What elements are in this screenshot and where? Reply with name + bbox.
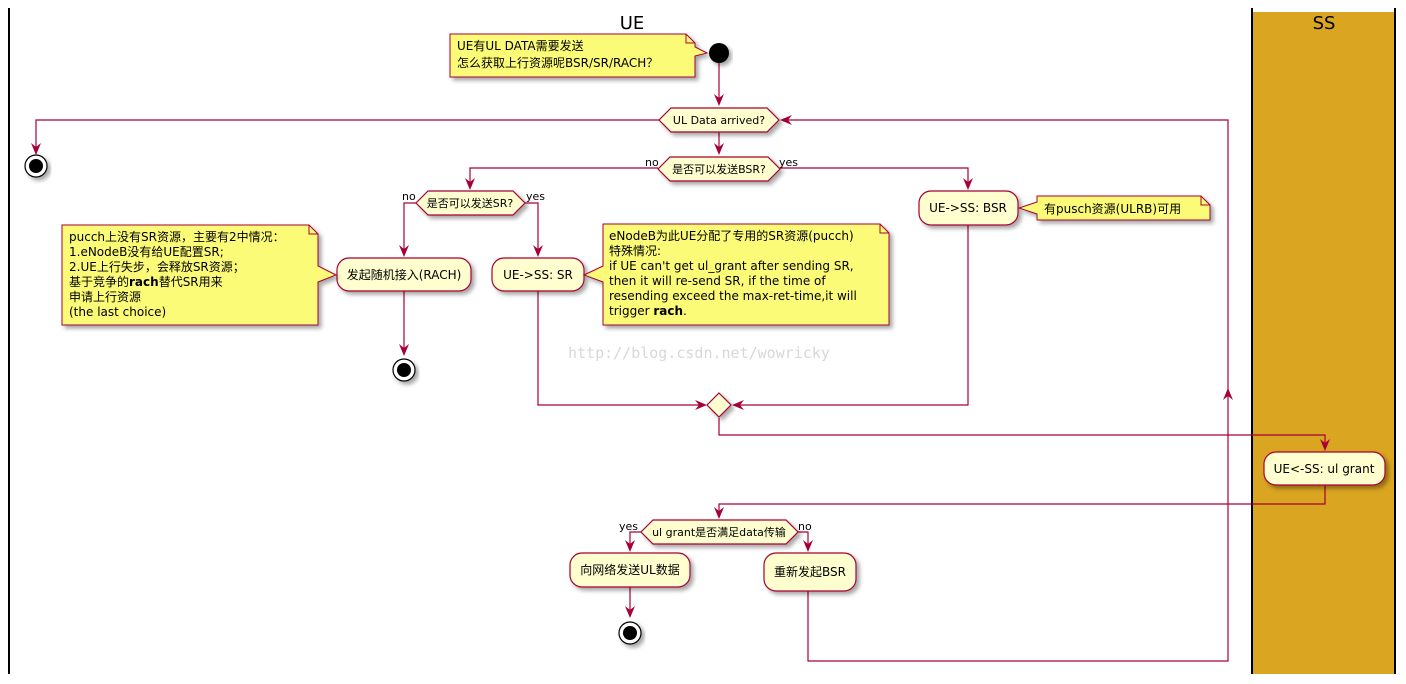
note-sr-line: 特殊情况: (609, 243, 661, 258)
note-sr-line: if UE can't get ul_grant after sending S… (609, 259, 854, 273)
edge-sr-yes (525, 202, 539, 254)
arrowhead (399, 245, 409, 257)
watermark: http://blog.csdn.net/wowricky (568, 344, 830, 362)
edge-bsr-yes (780, 167, 969, 186)
note-rach-line: (the last choice) (69, 305, 166, 319)
note-rach: pucch上没有SR资源，主要有2中情况： 1.eNodeB没有给UE配置SR;… (61, 224, 338, 326)
svg-text:申请上行资源 (the last choice): 申请上行资源 (the last choice) (69, 290, 166, 319)
arrowhead (533, 245, 543, 257)
note-rach-line: 1.eNodeB没有给UE配置SR; (69, 244, 224, 259)
activity-ul-grant (1263, 451, 1386, 486)
branch-label-no: no (402, 190, 416, 203)
note-start: UE有UL DATA需要发送 怎么获取上行资源呢BSR/SR/RACH？ (449, 33, 709, 78)
arrowhead (399, 344, 409, 356)
activity-resend-bsr-label: 重新发起BSR (774, 564, 846, 579)
branch-label-no: no (645, 156, 659, 169)
arrowhead (31, 143, 41, 155)
note-start-line: 怎么获取上行资源呢BSR/SR/RACH？ (457, 55, 658, 70)
edge-sr-to-merge (537, 291, 705, 406)
note-rach-line: 基于竞争的rach替代SR用来 (69, 274, 223, 289)
connectors (35, 63, 1326, 662)
decision-can-send-bsr (657, 156, 781, 182)
decision-ul-grant-sufficient-label: ul grant是否满足data传输 (652, 525, 786, 539)
decision-ul-grant-sufficient (640, 519, 799, 545)
activity-send-ul-data (569, 552, 691, 588)
note-rach-line: 申请上行资源 (69, 290, 141, 304)
arrowhead (1320, 439, 1330, 451)
arrowhead (732, 400, 744, 410)
arrowhead (1223, 388, 1233, 400)
activity-send-ul-data-label: 向网络发送UL数据 (580, 562, 679, 577)
activity-rach-label: 发起随机接入(RACH) (347, 267, 462, 282)
note-rach-line: pucch上没有SR资源，主要有2中情况： (69, 229, 285, 244)
decision-can-send-sr-label: 是否可以发送SR? (427, 196, 514, 210)
decision-ul-data-arrived (658, 107, 780, 133)
arrowhead (695, 400, 707, 410)
edge-bsr-to-merge (734, 225, 969, 406)
arrowhead (803, 540, 813, 552)
edge-grant-to-decision (718, 485, 1326, 516)
edge-grant-yes (629, 531, 641, 548)
lane-title-ss: SS (1313, 13, 1336, 34)
decision-ul-data-arrived-label: UL Data arrived? (673, 114, 765, 127)
arrowhead (625, 606, 635, 618)
note-bsr: 有pusch资源(ULRB)可用 (1017, 195, 1211, 221)
svg-text:pucch上没有SR资源，主要有2中情况： 1.: pucch上没有SR资源，主要有2中情况： 1.eNodeB没有给UE配置SR;… (69, 229, 288, 274)
decision-can-send-sr (415, 190, 526, 216)
note-sr-line: resending exceed the max-ret-time,it wil… (609, 289, 857, 303)
edge-merge-to-grant (718, 418, 1326, 448)
arrowhead (625, 540, 635, 552)
lane-title-ue: UE (620, 13, 645, 34)
svg-text:eNodeB为此UE分配了专用的SR资源(pucch): eNodeB为此UE分配了专用的SR资源(pucch) 特殊情况: if UE … (609, 228, 857, 303)
edge-grant-no (798, 531, 809, 548)
note-sr-line: eNodeB为此UE分配了专用的SR资源(pucch) (609, 228, 854, 243)
merge-node (706, 392, 732, 418)
edge-resend-loop (785, 119, 1229, 662)
start-node (709, 43, 729, 63)
branch-label-yes: yes (526, 190, 545, 203)
note-sr-line: then it will re-send SR, if the time of (609, 274, 826, 288)
note-start-line: UE有UL DATA需要发送 (457, 38, 584, 53)
branch-label-yes: yes (779, 156, 798, 169)
activity-rach (336, 257, 472, 292)
ss-lane-background (1252, 12, 1394, 674)
arrowhead (780, 115, 792, 125)
activity-ul-grant-label: UE<-SS: ul grant (1274, 462, 1375, 476)
activity-send-bsr-label: UE->SS: BSR (929, 201, 1007, 215)
arrowhead (714, 94, 724, 106)
edge-ul-data-to-end (35, 119, 659, 152)
edge-bsr-no (469, 167, 658, 186)
end-node (618, 621, 642, 645)
decision-can-send-bsr-label: 是否可以发送BSR? (672, 162, 766, 176)
svg-text:UE有UL DATA需要发送 怎么获取上行资源呢: UE有UL DATA需要发送 怎么获取上行资源呢BSR/SR/RACH？ (457, 38, 658, 70)
arrowhead (465, 178, 475, 190)
end-node (24, 154, 48, 178)
edge-sr-no (403, 202, 416, 254)
svg-text:有pusch资源(ULRB)可用: 有pusch资源(ULRB)可用 (1044, 202, 1181, 216)
arrowhead (714, 143, 724, 155)
branch-label-no: no (798, 520, 812, 533)
note-sr-line: trigger rach. (609, 304, 687, 318)
note-sr: eNodeB为此UE分配了专用的SR资源(pucch) 特殊情况: if UE … (582, 223, 890, 326)
note-rach-line: 2.UE上行失步，会释放SR资源； (69, 259, 245, 274)
activity-send-sr-label: UE->SS: SR (503, 268, 573, 282)
arrowhead (963, 178, 973, 190)
end-node (392, 358, 416, 382)
arrowhead (714, 507, 724, 519)
branch-label-yes: yes (619, 520, 638, 533)
arrowheads (31, 94, 1330, 618)
activity-resend-bsr (763, 552, 857, 592)
note-bsr-line: 有pusch资源(ULRB)可用 (1044, 202, 1181, 216)
